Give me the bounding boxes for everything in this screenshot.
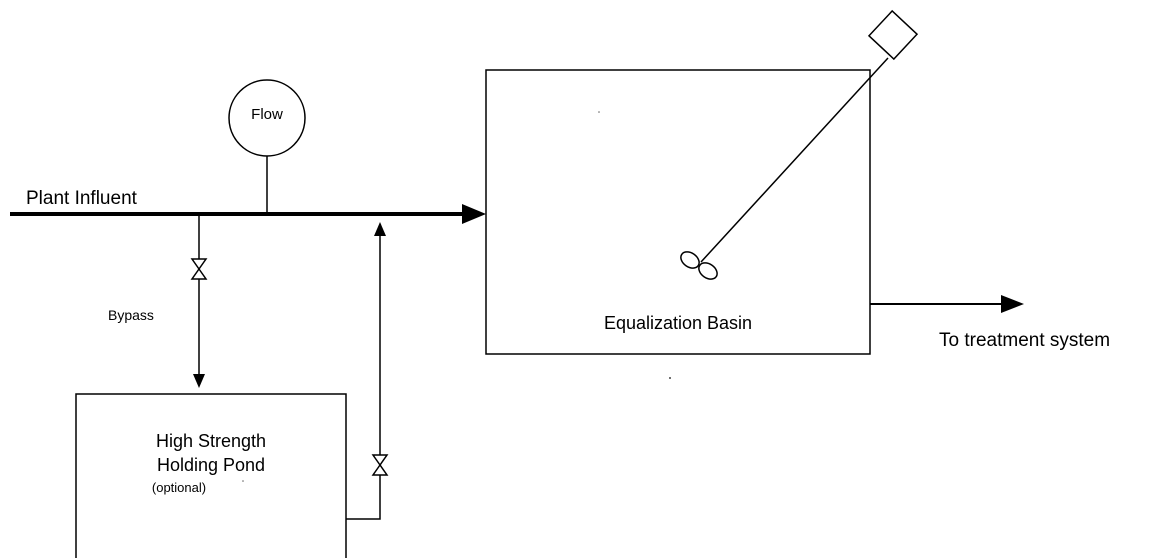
flow-meter-label: Flow (251, 106, 283, 123)
return-arrowhead (374, 222, 386, 236)
scan-speck (242, 480, 244, 482)
plant-influent-label: Plant Influent (26, 188, 137, 209)
mixer-motor-icon (867, 9, 919, 61)
return-valve-icon (371, 454, 389, 476)
holding-pond-label: High Strength Holding Pond (optional) (76, 429, 346, 499)
bypass-arrowhead (193, 374, 205, 388)
outlet-arrowhead (1001, 295, 1024, 313)
holding-pond-note: (optional) (151, 480, 207, 495)
holding-pond-line2: Holding Pond (156, 455, 266, 475)
equalization-basin-label: Equalization Basin (603, 313, 753, 333)
bypass-valve-icon (190, 258, 208, 280)
equalization-basin-box (485, 69, 871, 355)
holding-pond-line1: High Strength (155, 431, 267, 451)
scan-speck (669, 377, 671, 379)
mixer-propeller-icon (680, 251, 718, 280)
influent-arrowhead (462, 204, 486, 224)
mixer-shaft (700, 57, 889, 263)
scan-speck (598, 111, 600, 113)
pond-return-line (346, 232, 381, 520)
holding-pond-box (75, 393, 347, 558)
bypass-label: Bypass (108, 307, 154, 323)
to-treatment-label: To treatment system (939, 330, 1111, 351)
